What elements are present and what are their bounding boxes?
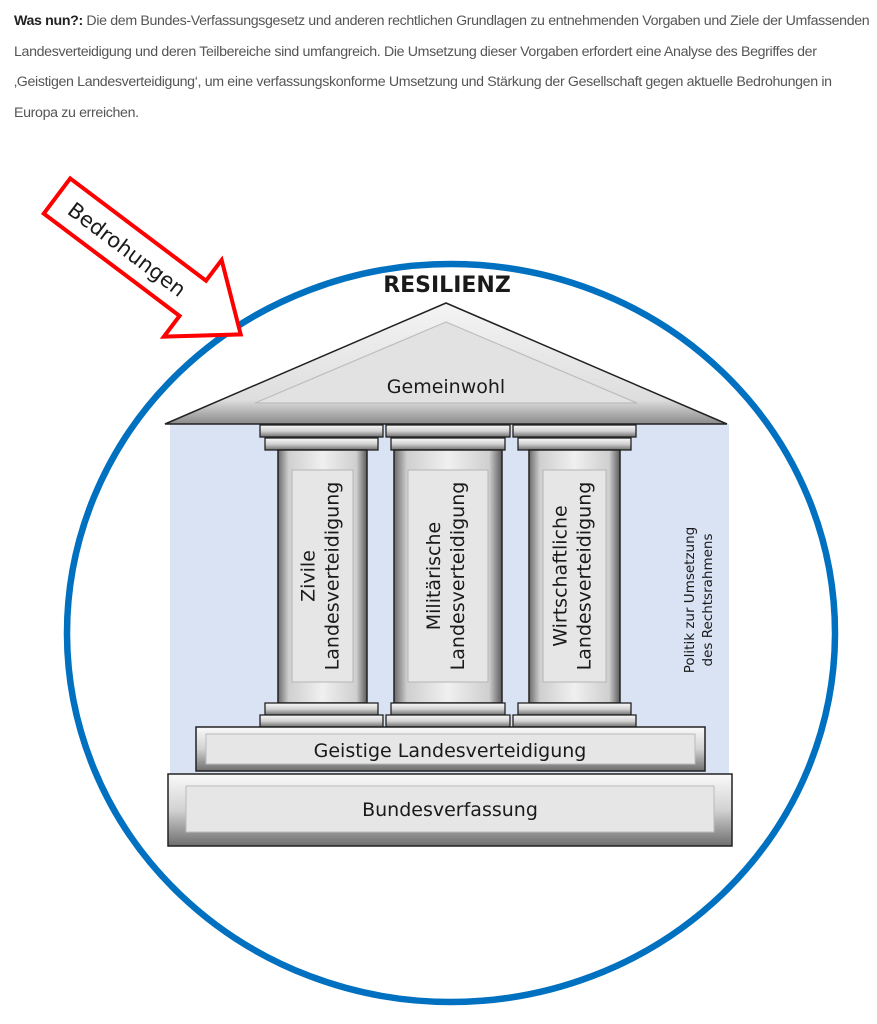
pillar-capital-top <box>512 424 637 438</box>
threat-arrow-label: Bedrohungen <box>63 198 190 302</box>
pillar-capital-bottom <box>264 437 379 451</box>
pillar-capital-top <box>385 424 511 438</box>
pillar-label-line1: Zivile <box>298 550 320 602</box>
pillar-base-top <box>390 702 506 716</box>
pillar-panel <box>407 469 489 683</box>
foundation-upper-label: Geistige Landesverteidigung <box>314 740 587 762</box>
pillar-panel <box>291 469 354 683</box>
pillar-label-line1: Militärische <box>423 522 445 631</box>
pillar-base-top <box>517 702 632 716</box>
threat-arrow: Bedrohungen <box>40 175 244 339</box>
intro-body: Die dem Bundes-Verfassungsgesetz und and… <box>14 13 870 121</box>
pillar-label-line2: Landesverteidigung <box>447 482 469 671</box>
policy-label-line2: des Rechtsrahmens <box>700 533 716 666</box>
pillar-capital-top <box>259 424 384 438</box>
policy-label: Politik zur Umsetzung des Rechtsrahmens <box>682 527 716 674</box>
resilience-circle <box>63 260 839 1006</box>
pillar-capital-bottom <box>517 437 632 451</box>
intro-paragraph: Was nun?: Die dem Bundes-Verfassungsgese… <box>14 6 870 128</box>
pillar-base-bottom <box>512 714 637 728</box>
foundation-lower-label: Bundesverfassung <box>362 799 538 821</box>
pillar-label-line2: Landesverteidigung <box>574 482 596 671</box>
pillar-label-line1: Wirtschaftliche <box>550 505 572 646</box>
pillar-base-bottom <box>259 714 384 728</box>
pillar-panel <box>542 469 607 683</box>
intro-lead: Was nun?: <box>14 13 83 29</box>
foundation-lower: Bundesverfassung <box>167 773 733 847</box>
pillar-label-line2: Landesverteidigung <box>322 482 344 671</box>
pediment-label: Gemeinwohl <box>387 376 505 398</box>
pillar-base-bottom <box>385 714 511 728</box>
foundation-upper: Geistige Landesverteidigung <box>195 726 706 772</box>
pillar-base-top <box>264 702 379 716</box>
resilience-label: RESILIENZ <box>383 273 511 298</box>
pillar-capital-bottom <box>390 437 506 451</box>
pediment: Gemeinwohl <box>164 302 728 425</box>
policy-label-line1: Politik zur Umsetzung <box>682 527 698 674</box>
